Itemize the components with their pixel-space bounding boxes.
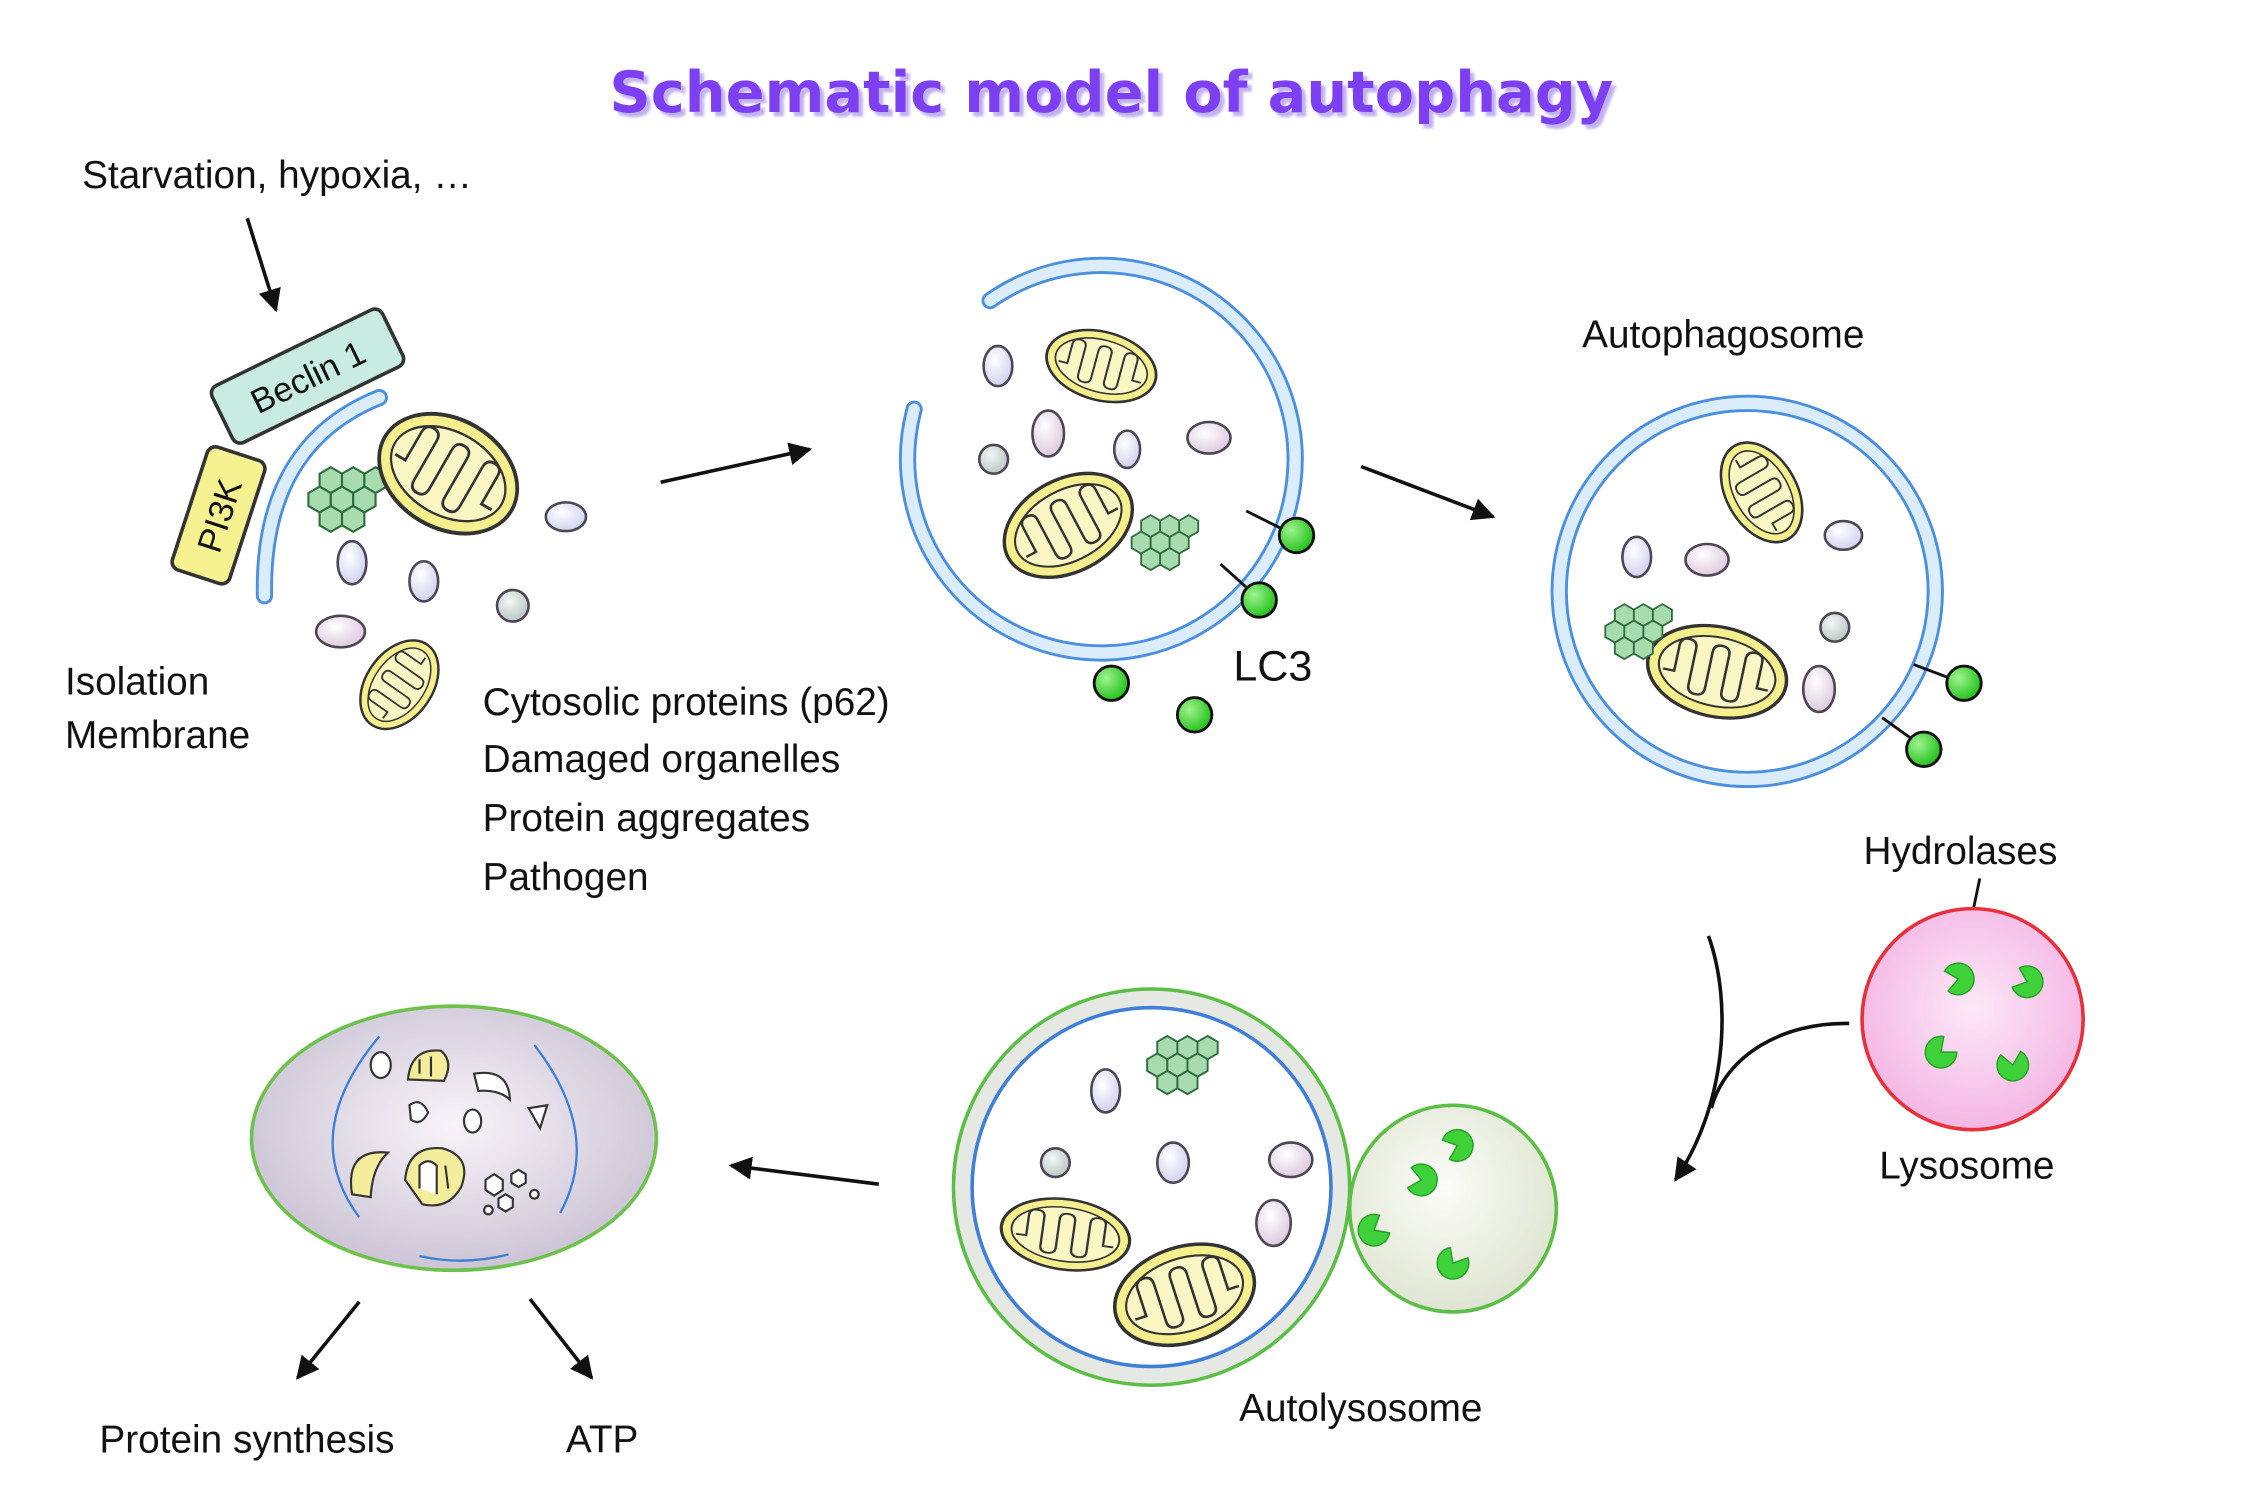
protein-oval — [1255, 1198, 1293, 1248]
cargo-item: Pathogen — [483, 856, 649, 899]
autolysosome-label: Autolysosome — [1239, 1387, 1482, 1430]
cargo-item: Damaged organelles — [483, 738, 841, 781]
degraded-membrane-fragment — [533, 1044, 578, 1214]
degraded-membrane-fragment — [331, 1035, 381, 1218]
protein-oval — [1801, 664, 1837, 714]
lc3-anchor — [1913, 663, 1949, 679]
lc3-protein — [1881, 716, 1943, 768]
lysosome — [1860, 906, 2085, 1132]
isolation-membrane-inner — [258, 391, 386, 602]
autolysosome — [951, 987, 1559, 1387]
isolation-membrane-label-line1: Isolation — [65, 661, 209, 704]
mitochondrion — [343, 624, 456, 745]
fragment — [408, 1101, 430, 1124]
protein-oval — [314, 614, 367, 649]
autophagosome-label: Autophagosome — [1582, 313, 1864, 356]
pi3k-rect — [170, 445, 267, 586]
hydrolases-label: Hydrolases — [1864, 830, 2058, 873]
fusion-arrow-autophagosome — [1673, 935, 1724, 1182]
lc3-anchor — [1219, 563, 1249, 590]
lysosome-label: Lysosome — [1879, 1144, 2054, 1187]
fusion-arrow-lysosome — [1709, 1021, 1850, 1109]
fusion-arrows — [1673, 935, 1850, 1182]
aggregate-fragment — [510, 1168, 527, 1189]
phagophore-membrane — [899, 256, 1304, 662]
protein-oval — [1823, 519, 1864, 552]
cargo-item: Cytosolic proteins (p62) — [483, 681, 890, 724]
title: Schematic model of autophagy — [609, 59, 1613, 126]
protein-synthesis-label: Protein synthesis — [99, 1419, 394, 1462]
mitochondrion-fragment — [406, 1049, 450, 1082]
cargo-item: Protein aggregates — [483, 797, 810, 840]
mitochondrion-fragment — [349, 1151, 391, 1199]
beclin1-rect — [209, 307, 406, 445]
protein-oval — [336, 539, 368, 586]
aggregate-fragment — [484, 1172, 504, 1197]
protein-oval — [1684, 542, 1730, 577]
isolation-membrane — [255, 388, 388, 605]
fragment — [528, 1188, 540, 1200]
protein-dot — [1039, 1147, 1072, 1179]
protein-aggregate — [1132, 515, 1199, 570]
fragment — [472, 1071, 512, 1102]
mitochondrion — [984, 450, 1152, 601]
lc3-dot — [1277, 516, 1316, 555]
stimulus-label: Starvation, hypoxia, … — [82, 154, 472, 197]
lc3-dot — [1240, 581, 1278, 619]
lc3-protein — [1245, 509, 1316, 555]
arrow-to-degradation — [728, 1156, 880, 1186]
isolation-membrane-label-line2: Membrane — [65, 714, 250, 757]
protein-oval — [1156, 1141, 1191, 1185]
protein-oval — [1267, 1141, 1314, 1179]
protein-oval — [408, 559, 440, 603]
stimulus-arrow — [245, 217, 281, 313]
fragment — [462, 1108, 483, 1134]
fragment — [418, 1160, 450, 1195]
output-arrow-atp — [528, 1297, 594, 1380]
arrow-to-autophagosome — [1360, 464, 1496, 521]
aggregate-fragment — [497, 1193, 514, 1213]
fragment — [483, 1204, 494, 1216]
protein-oval — [1186, 420, 1232, 455]
degradation-vesicle-body — [249, 1004, 659, 1273]
fragment — [418, 1056, 433, 1077]
protein-oval — [544, 501, 588, 533]
lc3-protein — [1913, 663, 1983, 702]
lc3-protein — [1219, 563, 1278, 619]
atp-label: ATP — [566, 1419, 638, 1462]
mitochondrion — [1037, 317, 1166, 415]
protein-oval — [1621, 535, 1653, 579]
pi3k-box: PI3K — [170, 445, 267, 586]
protein-dot — [495, 588, 530, 623]
protein-dot — [1819, 611, 1851, 643]
lc3-dot — [1905, 730, 1943, 768]
lc3-anchor — [1881, 716, 1914, 741]
protein-aggregate — [308, 467, 386, 532]
autophagosome-membrane-inner — [1553, 397, 1942, 786]
mitochondrion — [355, 387, 541, 560]
beclin1-box: Beclin 1 — [209, 307, 406, 445]
protein-oval — [1031, 409, 1066, 458]
protein-dot — [978, 443, 1010, 475]
degradation-vesicle — [249, 1004, 659, 1273]
output-arrow-protein-synthesis — [296, 1300, 361, 1380]
arrow-to-phagophore — [660, 442, 813, 485]
protein-oval — [1112, 429, 1142, 470]
protein-oval — [1089, 1068, 1122, 1114]
degraded-membrane-fragment — [419, 1253, 509, 1262]
protein-oval — [982, 344, 1014, 388]
lc3-dot — [1945, 664, 1983, 702]
fragment — [369, 1051, 392, 1080]
phagophore-membrane-inner — [901, 259, 1301, 659]
lc3-free-dot — [1092, 664, 1131, 702]
lc3-free-dot — [1175, 696, 1214, 734]
cargo-list: Cytosolic proteins (p62) Damaged organel… — [483, 681, 890, 899]
fragment — [526, 1103, 549, 1131]
lc3-anchor — [1245, 509, 1282, 530]
degraded-fragments — [349, 1049, 549, 1216]
lc3-label: LC3 — [1233, 642, 1312, 690]
